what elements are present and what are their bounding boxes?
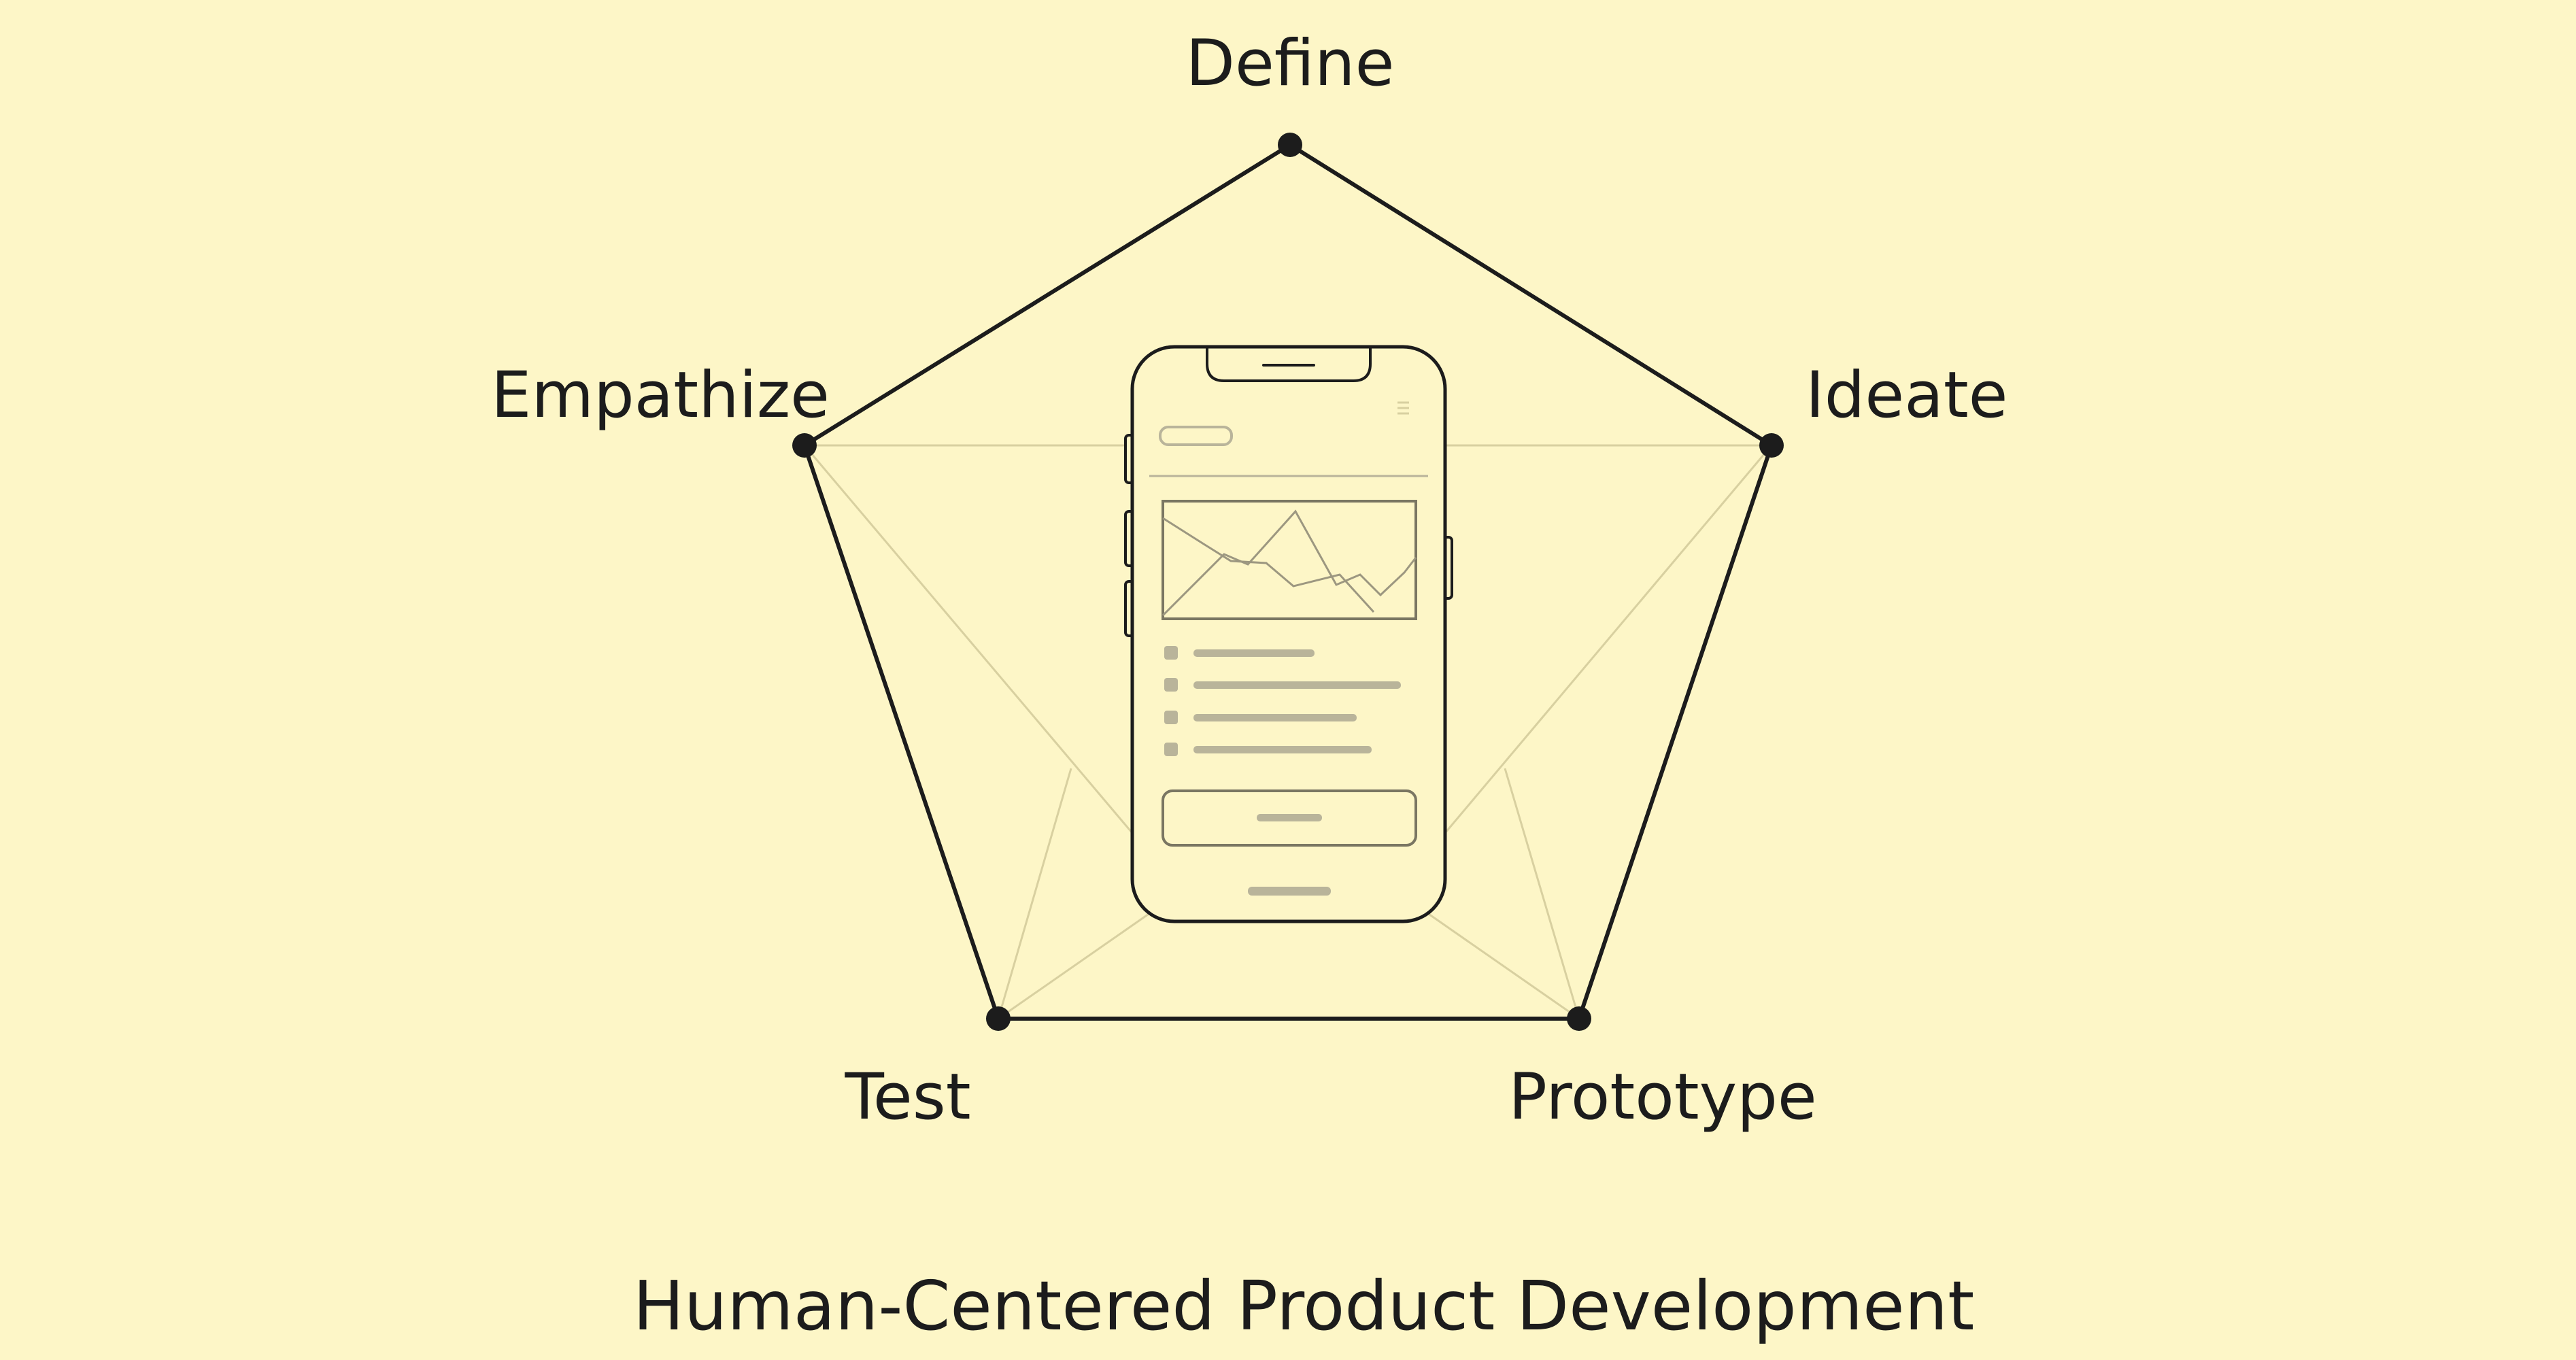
connector-ideate-phone <box>1444 445 1773 834</box>
vertex-test <box>986 1006 1011 1031</box>
phone-list-bullet <box>1164 646 1178 660</box>
phone-image-placeholder <box>1162 500 1417 620</box>
connector-prototype-phone <box>1424 910 1580 1020</box>
phone-image-mountains <box>1162 509 1417 617</box>
phone-list-bullet <box>1164 743 1178 756</box>
phone-list-line <box>1193 681 1401 689</box>
connector-test-left <box>997 768 1072 1019</box>
stage-label-empathize: Empathize <box>491 358 830 432</box>
phone-home-indicator <box>1248 887 1331 896</box>
stage-label-prototype: Prototype <box>1508 1060 1816 1134</box>
phone-list <box>1164 646 1401 756</box>
connector-test-phone <box>998 910 1153 1020</box>
phone-image-mountains-2 <box>1162 517 1375 613</box>
phone-list-bullet <box>1164 711 1178 724</box>
phone-list-line <box>1193 714 1357 721</box>
vertex-prototype <box>1567 1006 1591 1031</box>
vertex-define <box>1278 133 1302 157</box>
phone-list-line <box>1193 746 1372 753</box>
process-pentagon <box>802 143 1774 1021</box>
smartphone-icon <box>1124 345 1453 923</box>
connector-empathize-phone <box>803 445 1134 834</box>
phone-button-label-line <box>1257 814 1322 821</box>
diagram-caption: Human-Centered Product Development <box>633 1266 1975 1346</box>
phone-button-placeholder <box>1162 789 1417 847</box>
phone-list-line <box>1193 649 1315 657</box>
phone-notch <box>1206 348 1372 382</box>
phone-list-bullet <box>1164 678 1178 692</box>
faint-connectors <box>803 444 1773 1020</box>
connector-prototype-right <box>1504 768 1580 1019</box>
phone-header-pill <box>1159 426 1233 446</box>
phone-body <box>1130 345 1447 923</box>
stage-label-test: Test <box>844 1060 970 1134</box>
stage-label-define: Define <box>1186 27 1395 101</box>
vertex-ideate <box>1759 433 1784 458</box>
vertex-empathize <box>792 433 817 458</box>
stage-label-ideate: Ideate <box>1806 358 2008 432</box>
